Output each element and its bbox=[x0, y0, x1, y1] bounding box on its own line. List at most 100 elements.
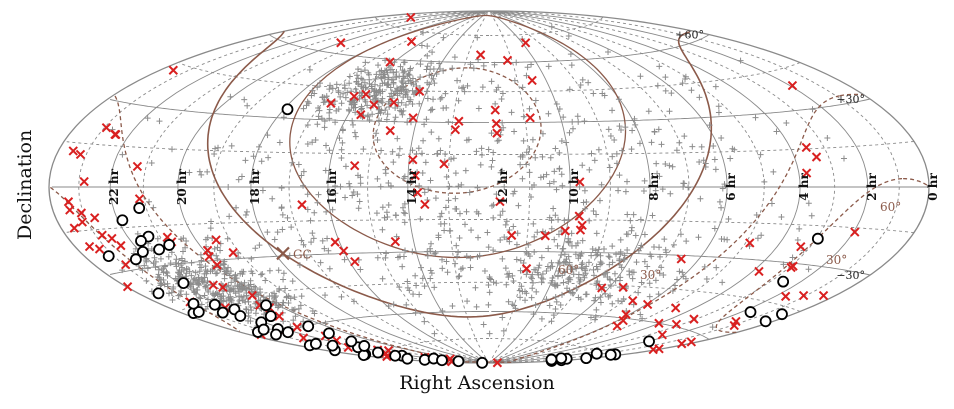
plus-marker bbox=[721, 181, 728, 188]
plus-marker bbox=[805, 266, 812, 273]
plus-marker bbox=[231, 276, 238, 283]
plus-marker bbox=[589, 245, 596, 252]
plus-marker bbox=[303, 102, 310, 109]
plus-marker bbox=[703, 275, 710, 282]
plus-marker bbox=[346, 180, 353, 187]
plus-marker bbox=[238, 268, 245, 275]
plus-marker bbox=[362, 84, 369, 91]
plus-marker bbox=[780, 261, 787, 268]
galactic-annotation: 60° bbox=[880, 200, 901, 214]
plus-marker bbox=[311, 310, 318, 317]
plus-marker bbox=[586, 217, 593, 224]
plus-marker bbox=[398, 88, 405, 95]
plus-marker bbox=[400, 69, 407, 76]
plus-marker bbox=[558, 227, 565, 234]
plus-marker bbox=[382, 74, 388, 81]
plus-marker bbox=[282, 285, 289, 292]
plus-marker bbox=[489, 202, 496, 209]
plus-marker bbox=[375, 117, 382, 124]
galactic-annotation: 60° bbox=[558, 263, 579, 277]
circle-marker bbox=[323, 327, 335, 340]
plus-marker bbox=[276, 285, 283, 292]
plus-marker bbox=[611, 270, 618, 277]
plus-marker bbox=[569, 289, 576, 296]
plus-marker bbox=[758, 232, 765, 239]
plus-marker bbox=[551, 168, 558, 175]
plus-marker bbox=[265, 154, 272, 161]
plus-marker bbox=[179, 264, 186, 271]
plus-marker bbox=[157, 282, 164, 289]
cross-marker bbox=[491, 118, 502, 129]
plus-marker bbox=[564, 261, 571, 268]
plus-marker bbox=[573, 284, 580, 291]
plus-marker bbox=[406, 71, 413, 78]
plus-marker bbox=[559, 182, 566, 189]
plus-marker bbox=[523, 161, 530, 168]
plus-marker bbox=[697, 195, 704, 202]
plus-marker bbox=[659, 186, 666, 193]
plus-marker bbox=[698, 143, 705, 150]
plus-marker bbox=[428, 270, 435, 277]
plus-marker bbox=[598, 260, 605, 267]
circle-marker bbox=[545, 353, 558, 366]
plus-marker bbox=[513, 256, 520, 263]
plus-marker bbox=[400, 59, 407, 66]
plus-marker bbox=[479, 84, 486, 91]
plus-marker bbox=[583, 198, 590, 205]
plus-marker bbox=[401, 219, 408, 226]
plus-marker bbox=[652, 187, 659, 194]
circle-marker bbox=[436, 354, 448, 367]
plus-marker bbox=[322, 292, 329, 299]
ra-tick-label: 6 hr bbox=[724, 173, 738, 201]
plus-marker bbox=[563, 139, 570, 146]
plus-marker bbox=[558, 171, 565, 178]
circle-marker bbox=[187, 297, 200, 310]
plus-marker bbox=[323, 208, 330, 215]
plus-marker bbox=[655, 291, 662, 298]
plus-marker bbox=[568, 62, 575, 69]
plus-marker bbox=[390, 69, 397, 76]
ra-tick-label: 8 hr bbox=[647, 173, 661, 201]
plus-marker bbox=[532, 301, 539, 308]
cross-marker bbox=[676, 254, 686, 264]
plus-marker bbox=[676, 139, 683, 146]
plus-marker bbox=[560, 279, 567, 286]
plus-marker bbox=[547, 154, 554, 161]
plus-marker bbox=[662, 161, 669, 168]
plus-marker bbox=[392, 105, 399, 112]
cross-marker bbox=[94, 244, 105, 254]
plus-marker bbox=[463, 253, 470, 260]
galactic-lat-60 bbox=[372, 67, 542, 194]
plus-marker bbox=[497, 169, 504, 176]
plus-marker bbox=[379, 80, 386, 87]
plus-marker bbox=[214, 244, 221, 251]
plus-marker bbox=[287, 295, 294, 302]
plus-marker bbox=[455, 97, 462, 104]
plus-marker bbox=[737, 57, 744, 64]
plus-marker bbox=[298, 237, 305, 244]
plus-marker bbox=[613, 160, 620, 167]
plus-marker bbox=[472, 284, 479, 291]
circle-marker bbox=[129, 253, 142, 266]
cross-marker bbox=[475, 50, 486, 60]
plus-marker bbox=[315, 104, 322, 111]
plus-marker bbox=[438, 94, 445, 101]
plus-marker bbox=[402, 102, 409, 109]
plus-marker bbox=[609, 107, 616, 114]
circle-marker bbox=[133, 202, 146, 214]
plus-marker bbox=[173, 263, 180, 270]
plus-marker bbox=[647, 251, 654, 258]
plus-marker bbox=[437, 213, 444, 220]
cross-marker bbox=[686, 337, 697, 347]
plus-marker bbox=[372, 76, 379, 83]
plus-marker bbox=[609, 259, 616, 266]
plus-marker bbox=[569, 118, 576, 125]
plus-marker bbox=[490, 279, 497, 286]
plus-marker bbox=[197, 295, 204, 302]
plus-marker bbox=[314, 199, 321, 206]
plus-marker bbox=[580, 272, 587, 279]
plus-marker bbox=[609, 153, 616, 160]
cross-marker bbox=[412, 187, 423, 198]
cross-marker bbox=[111, 129, 121, 140]
